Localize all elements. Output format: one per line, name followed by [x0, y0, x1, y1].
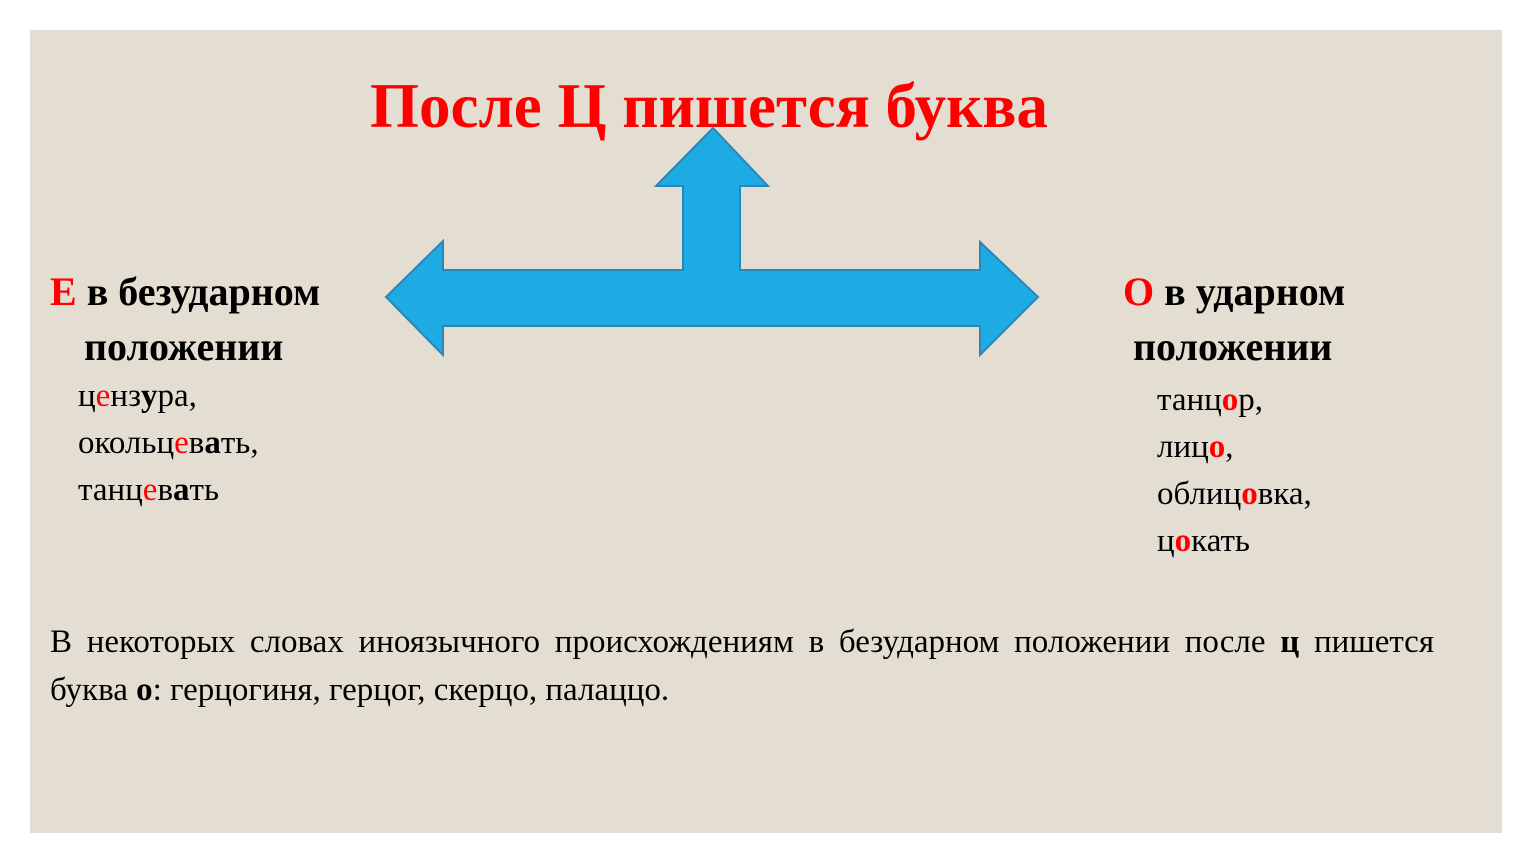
word-part: окольц	[78, 425, 175, 461]
highlighted-letter: е	[142, 472, 158, 508]
word-part: кать	[1191, 523, 1250, 559]
word-part: танц	[78, 472, 143, 508]
footnote-part1: В некоторых словах иноязычного происхожд…	[50, 624, 1281, 660]
word-part: нз	[110, 378, 142, 414]
highlighted-letter: е	[95, 378, 111, 414]
highlighted-letter: а	[173, 472, 190, 508]
word-part: ть,	[220, 425, 259, 461]
highlighted-letter: а	[204, 425, 221, 461]
left-heading: Е в безударном	[50, 265, 320, 319]
left-word-list: цензура,окольцевать,танцевать	[78, 373, 259, 514]
word-part: ра,	[157, 378, 197, 414]
example-word: облицовка,	[1157, 471, 1312, 518]
word-part: ,	[1225, 429, 1234, 465]
word-part: танц	[1157, 382, 1222, 418]
left-heading-letter: Е	[50, 269, 77, 314]
three-way-arrow	[384, 126, 1040, 358]
footnote-letter-o: о	[136, 672, 153, 708]
footnote-paragraph: В некоторых словах иноязычного происхожд…	[50, 618, 1434, 714]
right-heading-text: в ударном	[1154, 269, 1346, 314]
highlighted-letter: о	[1174, 523, 1192, 559]
highlighted-letter: о	[1221, 382, 1239, 418]
arrow-shape	[384, 126, 1040, 358]
example-word: цензура,	[78, 373, 259, 420]
word-part: вка,	[1257, 476, 1312, 512]
slide-title: После Ц пишется буква	[370, 71, 1048, 141]
right-heading-line2: положении	[1133, 324, 1333, 369]
footnote-letter-ts: ц	[1280, 624, 1300, 660]
word-part: облиц	[1157, 476, 1242, 512]
example-word: окольцевать,	[78, 420, 259, 467]
word-part: ть	[189, 472, 220, 508]
right-heading: О в ударном	[1123, 265, 1345, 319]
highlighted-letter: о	[1208, 429, 1226, 465]
word-part: ц	[1157, 523, 1175, 559]
footnote-part3: : герцогиня, герцог, скерцо, палаццо.	[152, 672, 670, 708]
example-word: цокать	[1157, 518, 1312, 565]
highlighted-letter: о	[1241, 476, 1258, 512]
example-word: танцор,	[1157, 377, 1312, 424]
word-part: р,	[1238, 382, 1264, 418]
highlighted-letter: у	[141, 378, 158, 414]
left-heading-line2: положении	[84, 324, 284, 369]
right-word-list: танцор,лицо,облицовка,цокать	[1157, 377, 1312, 565]
word-part: в	[157, 472, 174, 508]
footnote-part2: пишется буква	[50, 624, 1434, 708]
word-part: лиц	[1157, 429, 1209, 465]
word-part: ц	[78, 378, 96, 414]
example-word: лицо,	[1157, 424, 1312, 471]
left-heading-text: в безударном	[76, 269, 321, 314]
example-word: танцевать	[78, 467, 259, 514]
word-part: в	[188, 425, 205, 461]
slide: После Ц пишется буква Е в безударном пол…	[30, 30, 1502, 833]
highlighted-letter: е	[174, 425, 189, 461]
right-heading-letter: О	[1123, 269, 1155, 314]
